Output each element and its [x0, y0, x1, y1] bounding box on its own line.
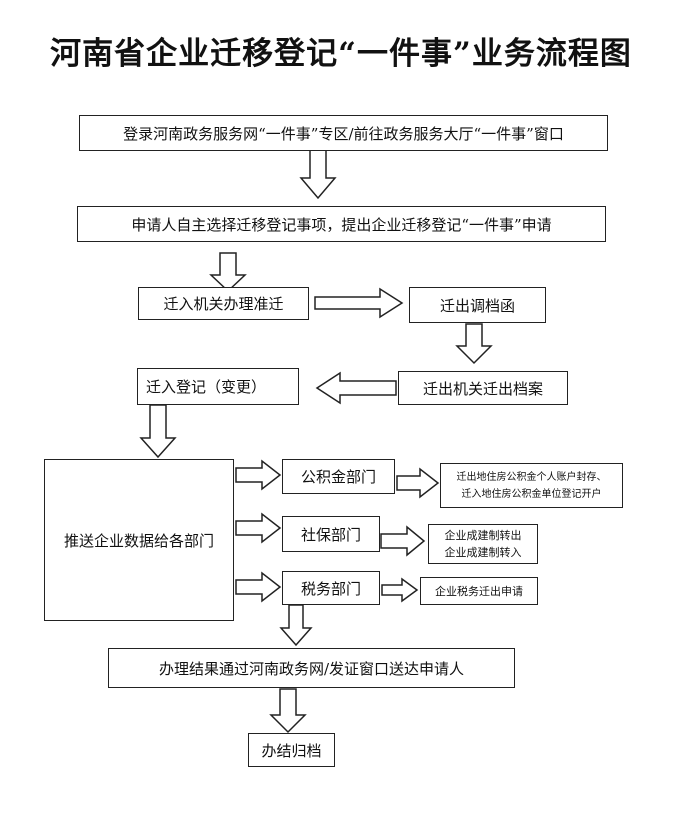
step-apply-label: 申请人自主选择迁移登记事项，提出企业迁移登记“一件事”申请: [131, 215, 552, 234]
step-move-out-archive: 迁出机关迁出档案: [398, 371, 568, 405]
step-login: 登录河南政务服务网“一件事”专区/前往政务服务大厅“一件事”窗口: [79, 115, 608, 151]
step-apply: 申请人自主选择迁移登记事项，提出企业迁移登记“一件事”申请: [77, 206, 606, 242]
dept-social-label: 社保部门: [300, 525, 361, 544]
step-login-label: 登录河南政务服务网“一件事”专区/前往政务服务大厅“一件事”窗口: [123, 124, 564, 143]
result-social-line-1: 企业成建制转出: [444, 529, 522, 542]
result-social-line-2: 企业成建制转入: [444, 546, 522, 559]
result-fund: 迁出地住房公积金个人账户封存、 迁入地住房公积金单位登记开户: [440, 463, 623, 508]
result-tax: 企业税务迁出申请: [420, 577, 538, 605]
dept-tax-label: 税务部门: [300, 579, 361, 598]
arrow-down-1: [299, 149, 337, 200]
arrow-right-5: [396, 467, 440, 499]
step-push-data-label: 推送企业数据给各部门: [63, 531, 214, 550]
arrow-right-2: [235, 459, 282, 491]
arrow-down-4: [139, 404, 177, 459]
arrow-right-4: [235, 571, 282, 603]
step-push-data: 推送企业数据给各部门: [44, 459, 234, 621]
step-deliver-label: 办理结果通过河南政务网/发证窗口送达申请人: [158, 659, 465, 678]
dept-fund: 公积金部门: [282, 459, 395, 494]
arrow-down-6: [269, 688, 307, 734]
result-social: 企业成建制转出 企业成建制转入: [428, 524, 538, 564]
dept-fund-label: 公积金部门: [300, 468, 376, 486]
step-transfer-letter-label: 迁出调档函: [439, 296, 515, 315]
step-move-out-archive-label: 迁出机关迁出档案: [422, 379, 543, 398]
step-archive-label: 办结归档: [261, 741, 322, 760]
step-move-in-approve: 迁入机关办理准迁: [138, 287, 309, 320]
step-move-in-approve-label: 迁入机关办理准迁: [163, 295, 284, 313]
arrow-right-6: [380, 525, 426, 557]
arrow-right-1: [314, 287, 404, 319]
arrow-down-5: [279, 604, 313, 647]
arrow-right-3: [235, 512, 282, 544]
arrow-right-7: [381, 577, 419, 603]
dept-social: 社保部门: [282, 516, 380, 552]
step-transfer-letter: 迁出调档函: [409, 287, 546, 323]
step-move-in-register: 迁入登记（变更）: [137, 368, 299, 405]
arrow-down-3: [455, 323, 493, 365]
step-move-in-register-label: 迁入登记（变更）: [146, 378, 267, 396]
result-fund-line-2: 迁入地住房公积金单位登记开户: [461, 488, 602, 500]
result-tax-label: 企业税务迁出申请: [435, 584, 523, 598]
result-fund-line-1: 迁出地住房公积金个人账户封存、: [456, 471, 607, 483]
arrow-down-2: [209, 252, 247, 293]
step-deliver: 办理结果通过河南政务网/发证窗口送达申请人: [108, 648, 515, 688]
arrow-left-1: [315, 371, 397, 405]
dept-tax: 税务部门: [282, 571, 380, 605]
step-archive: 办结归档: [248, 733, 335, 767]
page-title: 河南省企业迁移登记“一件事”业务流程图: [50, 36, 632, 72]
